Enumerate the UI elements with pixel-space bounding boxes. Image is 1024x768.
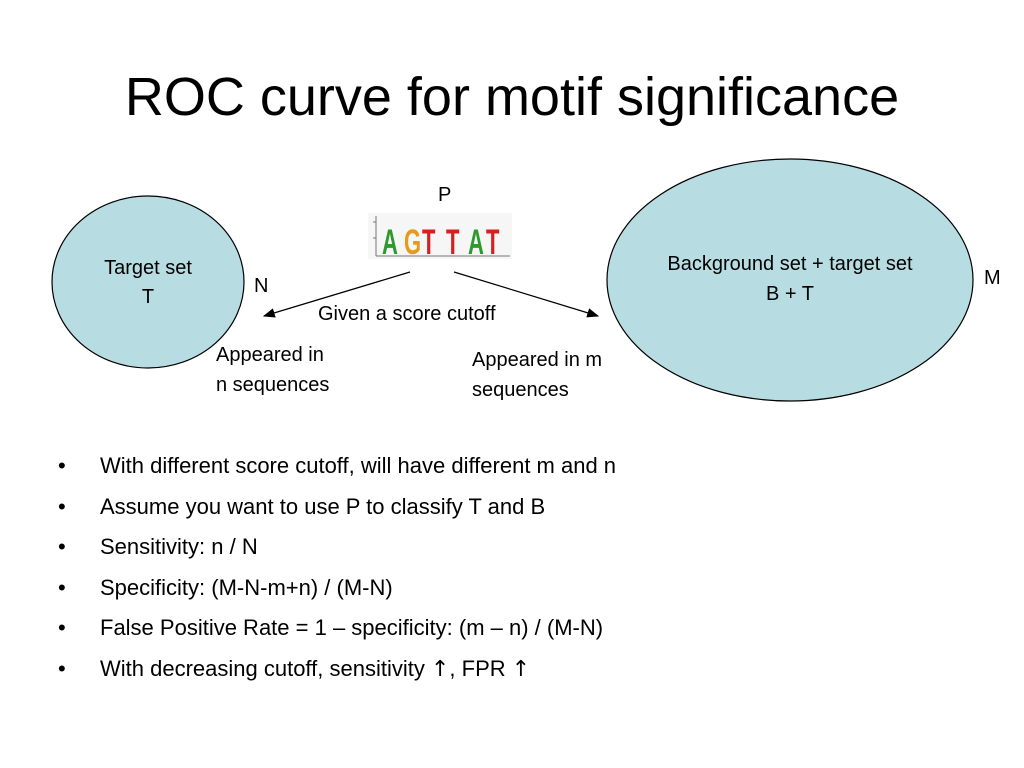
appeared-n-line1: Appeared in: [216, 344, 324, 366]
appeared-n-label: Appeared in n sequences: [216, 340, 329, 400]
bullet-text: False Positive Rate = 1 – specificity: (…: [100, 615, 604, 640]
bullet-item: • Specificity: (M-N-m+n) / (M-N): [58, 568, 616, 609]
bullet-text: Sensitivity: n / N: [100, 534, 258, 559]
background-set-label: Background set + target set B + T: [620, 249, 960, 309]
target-set-name: Target set: [104, 257, 192, 279]
logo-letter-t2: T: [446, 223, 459, 263]
bullet-dot: •: [58, 534, 66, 559]
label-p: P: [438, 184, 452, 206]
bullet-item: • Sensitivity: n / N: [58, 527, 616, 568]
arrow-to-background: [453, 271, 600, 318]
bullet-text: With different score cutoff, will have d…: [100, 453, 617, 478]
bullet-dot: •: [58, 615, 66, 640]
up-arrow-icon: ↑: [430, 656, 450, 682]
up-arrow-icon: ↑: [511, 656, 531, 682]
bullet-text: Assume you want to use P to classify T a…: [100, 493, 546, 519]
logo-letter-t1: T: [422, 223, 435, 263]
target-set-symbol: T: [141, 286, 155, 308]
cutoff-label: Given a score cutoff: [318, 303, 496, 325]
logo-letter-g: G: [404, 223, 421, 263]
sequence-logo: A G T T A T: [368, 213, 512, 262]
appeared-n-line2: n sequences: [216, 374, 330, 396]
bullet-list: • With different score cutoff, will have …: [58, 446, 616, 690]
background-set-symbol: B + T: [766, 283, 814, 305]
appeared-m-line1: Appeared in m: [472, 349, 603, 371]
arrow-to-target: [262, 271, 411, 318]
logo-letter-t3: T: [486, 223, 499, 263]
background-set-ellipse: [606, 158, 974, 402]
background-set-name: Background set + target set: [667, 253, 913, 275]
bullet-text-fpr: , FPR: [449, 655, 512, 681]
label-m: M: [984, 267, 1001, 289]
bullet-dot: •: [58, 655, 66, 681]
target-set-label: Target set T: [78, 254, 218, 312]
bullet-dot: •: [58, 574, 66, 600]
bullet-text: With decreasing cutoff, sensitivity: [100, 655, 431, 681]
label-n: N: [254, 275, 269, 297]
logo-letter-a2: A: [468, 223, 484, 263]
appeared-m-line2: sequences: [472, 379, 569, 401]
bullet-item: • With different score cutoff, will have …: [58, 446, 616, 487]
bullet-item: • False Positive Rate = 1 – specificity: …: [58, 608, 616, 649]
target-set-ellipse: [51, 195, 245, 369]
bullet-item: • With decreasing cutoff, sensitivity ↑, …: [58, 649, 616, 691]
bullet-item: • Assume you want to use P to classify T …: [58, 487, 616, 528]
bullet-dot: •: [58, 493, 66, 519]
appeared-m-label: Appeared in m sequences: [472, 345, 602, 405]
slide-title: ROC curve for motif significance: [124, 67, 900, 127]
bullet-text: Specificity: (M-N-m+n) / (M-N): [100, 574, 393, 600]
bullet-dot: •: [58, 453, 66, 478]
logo-letter-a1: A: [382, 223, 398, 263]
